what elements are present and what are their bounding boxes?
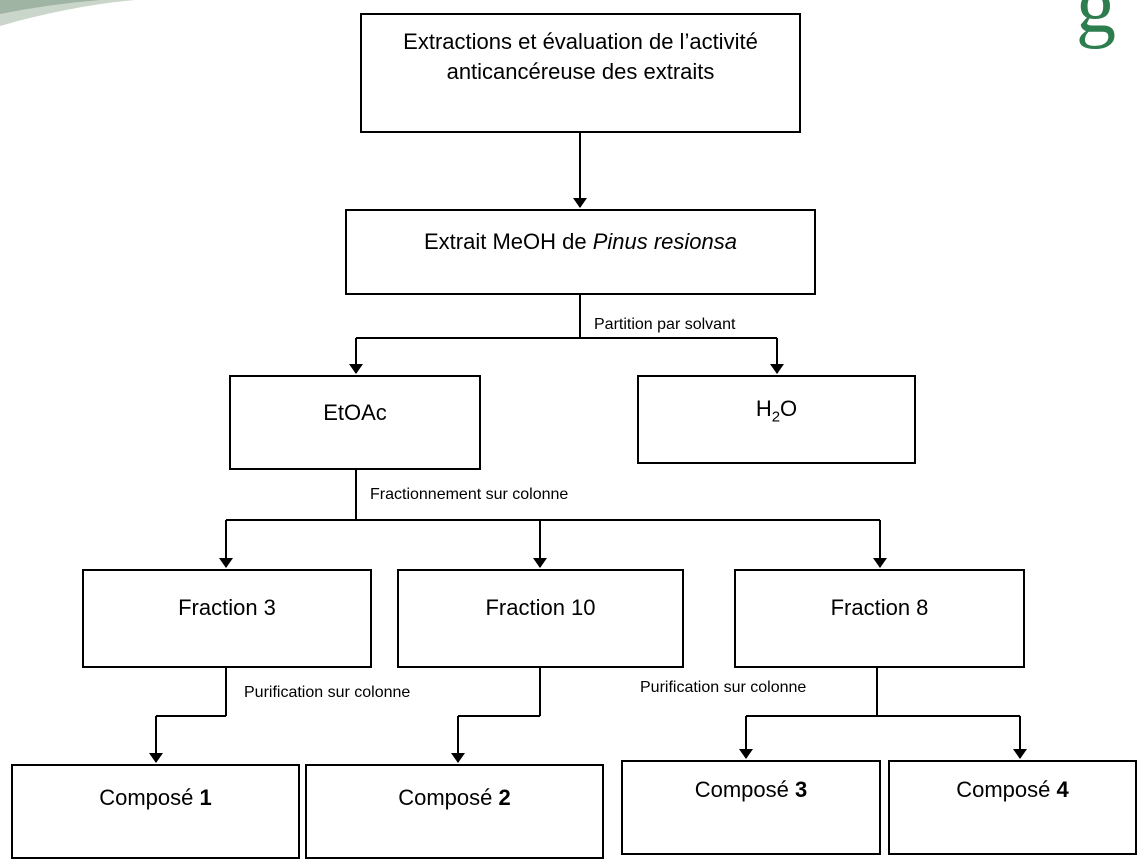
node-compose-1-number: 1 — [199, 785, 212, 810]
node-meoh-species: Pinus resionsa — [592, 229, 738, 254]
node-etoac-text: EtOAc — [323, 400, 387, 425]
node-extraction: Extractions et évaluation de l’activité … — [360, 13, 801, 133]
node-compose-3: Composé 3 — [621, 760, 881, 855]
node-fraction-3: Fraction 3 — [82, 569, 372, 668]
node-h2o-h: H — [755, 396, 772, 421]
node-fraction-8-text: Fraction 8 — [830, 595, 929, 620]
node-compose-4-prefix: Composé — [956, 777, 1057, 802]
label-fractionnement: Fractionnement sur colonne — [370, 486, 569, 503]
node-compose-1: Composé 1 — [11, 764, 300, 859]
node-etoac: EtOAc — [229, 375, 481, 470]
node-fraction-10: Fraction 10 — [397, 569, 684, 668]
label-purification-right: Purification sur colonne — [640, 679, 807, 696]
node-fraction-3-text: Fraction 3 — [178, 595, 276, 620]
corner-swoosh-decoration — [0, 0, 135, 26]
label-purification-left: Purification sur colonne — [244, 684, 411, 701]
label-partition: Partition par solvant — [594, 316, 736, 333]
node-fraction-8: Fraction 8 — [734, 569, 1025, 668]
node-compose-4-number: 4 — [1056, 777, 1069, 802]
node-meoh-extract: Extrait MeOH de Pinus resionsa — [345, 209, 816, 295]
node-compose-4: Composé 4 — [888, 760, 1137, 855]
node-h2o-o: O — [780, 396, 798, 421]
node-compose-3-prefix: Composé — [694, 777, 796, 802]
logo-letter-g: g — [1076, 0, 1116, 50]
node-h2o: H2O — [637, 375, 916, 464]
node-fraction-10-text: Fraction 10 — [485, 595, 596, 620]
node-meoh-prefix: Extrait MeOH de — [423, 229, 593, 254]
node-compose-3-number: 3 — [795, 777, 808, 802]
node-h2o-sub: 2 — [771, 408, 781, 426]
node-compose-1-prefix: Composé — [99, 785, 200, 810]
node-compose-2-prefix: Composé — [398, 785, 499, 810]
node-extraction-text: Extractions et évaluation de l’activité … — [403, 29, 758, 84]
node-compose-2-number: 2 — [498, 785, 511, 810]
node-compose-2: Composé 2 — [305, 764, 604, 859]
